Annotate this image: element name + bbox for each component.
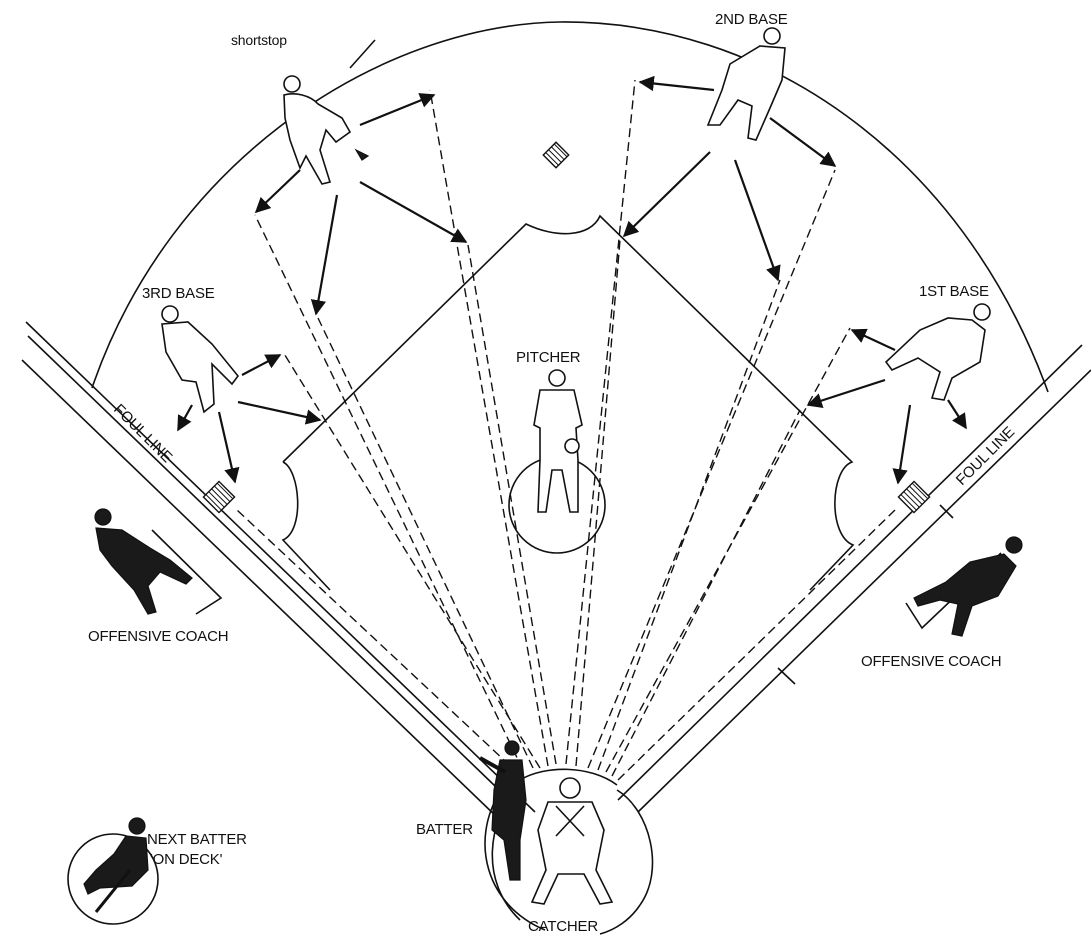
right-foul-line bbox=[617, 344, 1091, 813]
offensive-coach-right bbox=[913, 536, 1023, 637]
offensive-coach-left bbox=[94, 508, 193, 615]
catcher-player bbox=[530, 777, 614, 905]
on-deck-circle bbox=[67, 833, 159, 925]
third-base bbox=[202, 480, 236, 514]
first-base-player bbox=[884, 303, 991, 401]
left-foul-line bbox=[21, 321, 536, 821]
second-base bbox=[542, 141, 570, 169]
first-base-label: 1ST BASE bbox=[919, 283, 989, 300]
second-base-player bbox=[706, 27, 786, 141]
offensive-coach-right-label: OFFENSIVE COACH bbox=[861, 653, 1001, 670]
third-base-player bbox=[161, 305, 240, 414]
pitcher-player bbox=[533, 369, 583, 513]
pitcher-label: PITCHER bbox=[516, 349, 581, 366]
batter-label: BATTER bbox=[416, 821, 473, 838]
third-base-label: 3RD BASE bbox=[142, 285, 215, 302]
outfield-arc bbox=[91, 21, 1049, 393]
shortstop-player bbox=[283, 75, 370, 185]
catcher-label: CATCHER bbox=[528, 918, 598, 935]
fielder-range-arrows bbox=[177, 75, 967, 485]
pitchers-mound bbox=[508, 456, 606, 554]
infield-outline bbox=[281, 214, 855, 591]
offensive-coach-left-label: OFFENSIVE COACH bbox=[88, 628, 228, 645]
on-deck-batter bbox=[83, 817, 149, 913]
shortstop-label: shortstop bbox=[231, 32, 287, 48]
next-batter-label-line2: 'ON DECK' bbox=[150, 851, 223, 868]
next-batter-label-line1: NEXT BATTER bbox=[147, 831, 247, 848]
label-tick bbox=[349, 39, 376, 69]
batter-player bbox=[479, 740, 527, 881]
second-base-label: 2ND BASE bbox=[715, 11, 788, 28]
first-base bbox=[897, 480, 931, 514]
coach-box-left bbox=[151, 529, 223, 615]
throwing-lanes bbox=[236, 79, 896, 781]
foul-line-right-label: FOUL LINE bbox=[953, 424, 1018, 489]
foul-line-left-label: FOUL LINE bbox=[110, 401, 175, 466]
